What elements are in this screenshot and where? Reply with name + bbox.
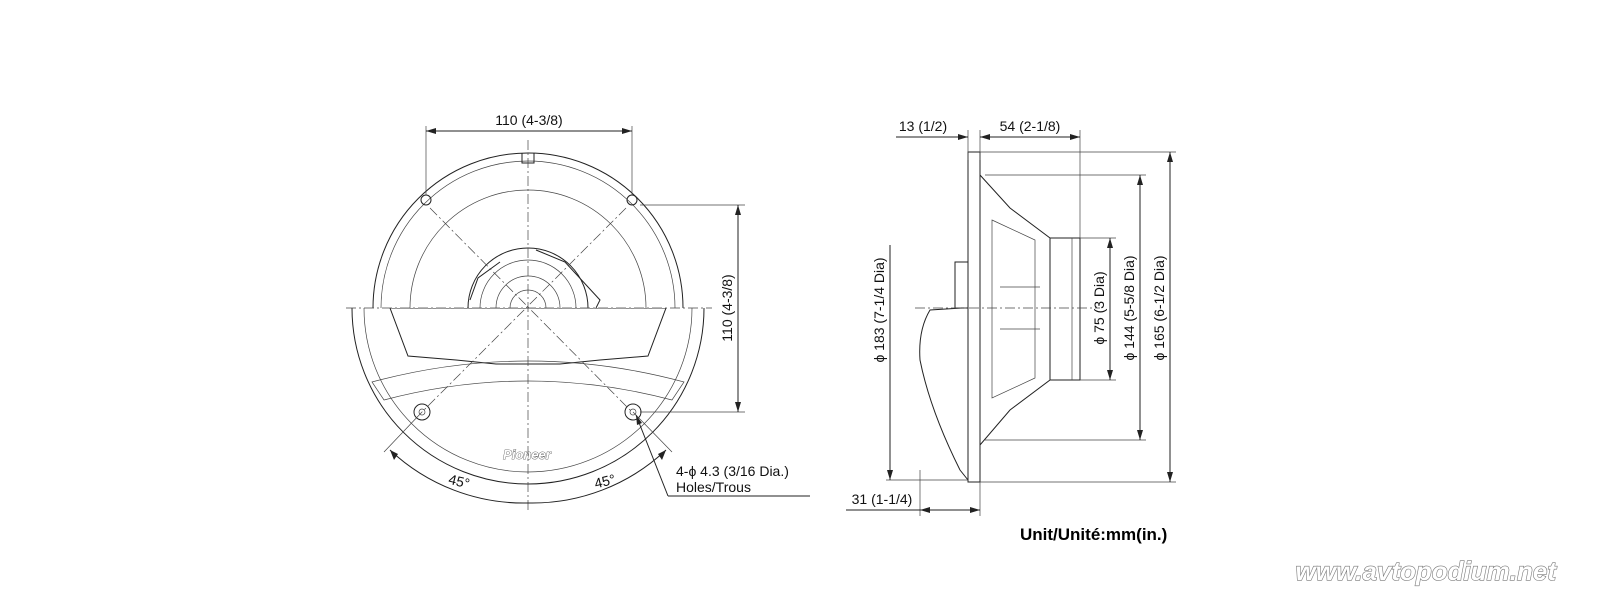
brand-logo: Pioneer bbox=[503, 447, 552, 462]
tweeter-side bbox=[954, 261, 969, 309]
front-view: Pioneer 110 (4-3/8) 110 (4-3/8) bbox=[346, 112, 810, 510]
watermark-text: www.avtopodium.net bbox=[1296, 556, 1558, 586]
dim-grille-depth: 31 (1-1/4) bbox=[846, 470, 981, 516]
dim-side-height: 110 (4-3/8) bbox=[640, 204, 745, 413]
frame-diameter-label: ϕ 165 (6-1/2 Dia) bbox=[1151, 255, 1167, 360]
holes-label-line2: Holes/Trous bbox=[676, 479, 751, 495]
dim-side-height-label: 110 (4-3/8) bbox=[719, 274, 735, 341]
angle-left-label: 45° bbox=[447, 471, 471, 492]
side-view: 13 (1/2) 54 (2-1/8) ϕ 183 (7-1/4 Dia) ϕ … bbox=[846, 118, 1176, 516]
dim-overall-diameter: ϕ 183 (7-1/4 Dia) bbox=[871, 245, 968, 481]
cutout-diameter-label: ϕ 144 (5-5/8 Dia) bbox=[1121, 255, 1137, 360]
flange-thickness-label: 13 (1/2) bbox=[899, 118, 947, 134]
dim-top-width: 110 (4-3/8) bbox=[425, 112, 633, 195]
unit-label: Unit/Unité:mm(in.) bbox=[1020, 525, 1167, 544]
mount-depth-label: 54 (2-1/8) bbox=[1000, 118, 1061, 134]
mounting-flange bbox=[967, 151, 981, 483]
dim-top-width-label: 110 (4-3/8) bbox=[495, 112, 562, 128]
magnet bbox=[1049, 237, 1081, 381]
dim-angles: 45° 45° bbox=[383, 411, 673, 504]
speaker-basket bbox=[979, 173, 1051, 447]
overall-diameter-label: ϕ 183 (7-1/4 Dia) bbox=[871, 257, 887, 362]
holes-label-line1: 4-ϕ 4.3 (3/16 Dia.) bbox=[676, 463, 789, 479]
dim-top-depths: 13 (1/2) 54 (2-1/8) bbox=[896, 118, 1081, 238]
holes-callout: 4-ϕ 4.3 (3/16 Dia.) Holes/Trous bbox=[635, 414, 810, 497]
angle-right-label: 45° bbox=[593, 471, 617, 492]
dim-right-diameters: ϕ 165 (6-1/2 Dia) ϕ 144 (5-5/8 Dia) ϕ 75… bbox=[980, 151, 1176, 483]
grille-depth-label: 31 (1-1/4) bbox=[852, 491, 913, 507]
grille-side-profile bbox=[919, 307, 969, 482]
